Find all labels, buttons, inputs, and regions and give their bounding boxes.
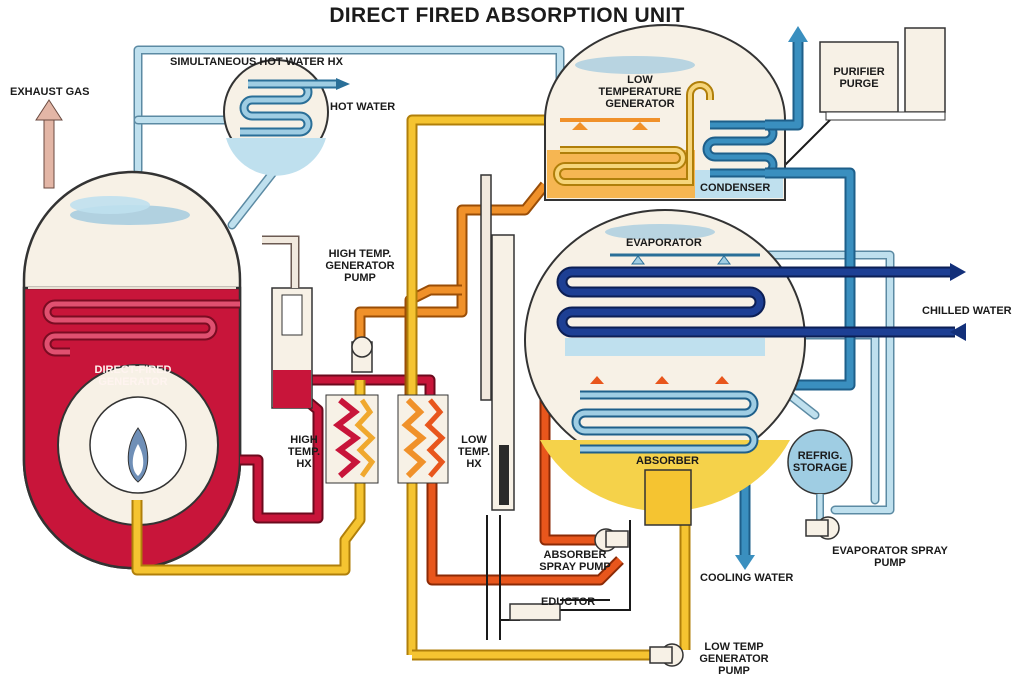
- chilled-water-out-arrow-icon: [950, 263, 966, 281]
- evaporator-label: EVAPORATOR: [626, 237, 702, 249]
- low-temp-hx: [398, 395, 448, 483]
- high-temp-hx: [326, 395, 378, 483]
- condenser-label: CONDENSER: [700, 182, 770, 194]
- low-temp-generator-pump: [650, 644, 683, 666]
- absorber-spray-pump-label: ABSORBER SPRAY PUMP: [535, 549, 615, 573]
- chilled-water-label: CHILLED WATER: [922, 305, 1012, 317]
- absorber-spray-pump: [595, 529, 628, 551]
- simultaneous-hot-water-hx-label: SIMULTANEOUS HOT WATER HX: [170, 56, 343, 68]
- exhaust-gas-label: EXHAUST GAS: [10, 86, 89, 98]
- low-temp-hx-label: LOW TEMP. HX: [452, 434, 496, 470]
- cooling-water-out-arrow-icon: [788, 26, 808, 42]
- absorber-label: ABSORBER: [636, 455, 699, 467]
- exhaust-stack: [36, 100, 62, 188]
- cooling-water-label: COOLING WATER: [700, 572, 793, 584]
- diagram-title: DIRECT FIRED ABSORPTION UNIT: [0, 4, 1014, 28]
- purifier-purge-label: PURIFIER PURGE: [826, 66, 892, 90]
- low-temp-generator-pump-label: LOW TEMP GENERATOR PUMP: [694, 641, 774, 677]
- exhaust-arrow-icon: [36, 100, 62, 120]
- direct-fired-generator-label: DIRECT-FIRED GENERATOR: [78, 364, 188, 388]
- refrig-storage-label: REFRIG. STORAGE: [790, 450, 850, 474]
- hot-water-arrow-icon: [336, 78, 350, 90]
- cooling-water-in-arrow-icon: [735, 555, 755, 570]
- low-temp-generator-condenser: [545, 25, 785, 200]
- eductor-label: EDUCTOR: [541, 596, 595, 608]
- evaporator-spray-pump: [806, 517, 839, 539]
- high-temp-hx-label: HIGH TEMP. HX: [282, 434, 326, 470]
- separator-tank: [262, 240, 312, 408]
- hot-water-label: HOT WATER: [330, 101, 395, 113]
- hot-water-hx: [224, 60, 350, 176]
- high-temp-generator-pump-label: HIGH TEMP. GENERATOR PUMP: [310, 248, 410, 284]
- chilled-water-in-arrow-icon: [950, 323, 966, 341]
- high-temp-generator-pump: [352, 337, 372, 372]
- evaporator-spray-pump-label: EVAPORATOR SPRAY PUMP: [830, 545, 950, 569]
- low-temperature-generator-label: LOW TEMPERATURE GENERATOR: [595, 74, 685, 110]
- evaporator-absorber-vessel: [525, 210, 966, 525]
